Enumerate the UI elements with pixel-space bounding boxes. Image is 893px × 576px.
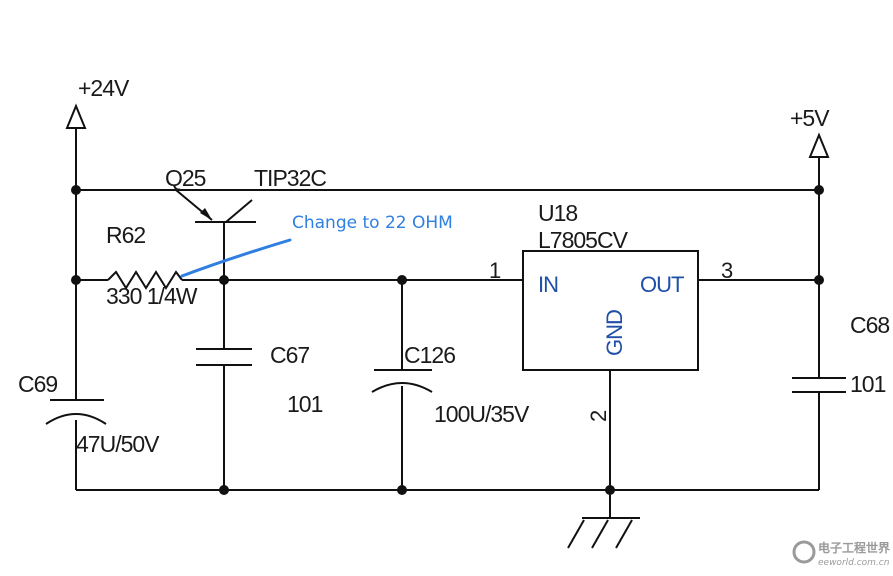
capacitor-c126-symbol — [371, 369, 433, 393]
watermark-name: 电子工程世界 — [818, 540, 890, 555]
capacitor-c68-ref: C68 — [850, 312, 889, 338]
regulator-part: L7805CV — [538, 227, 629, 253]
vout-arrow-icon — [808, 132, 830, 158]
capacitor-c67-ref: C67 — [270, 342, 309, 368]
junction-dot — [397, 485, 407, 495]
regulator-pin-out-number: 3 — [721, 258, 733, 283]
transistor-part: TIP32C — [254, 165, 326, 191]
junction-dot — [71, 185, 81, 195]
capacitor-c68-value: 101 — [850, 371, 886, 397]
junction-dot — [814, 185, 824, 195]
ground-icon — [567, 517, 640, 549]
transistor-emitter-leg — [225, 199, 253, 223]
capacitor-c126-ref: C126 — [404, 342, 455, 368]
capacitor-c126-value: 100U/35V — [434, 401, 530, 427]
capacitor-c67-symbol — [196, 348, 252, 366]
vin-label: +24V — [78, 75, 130, 101]
regulator-u18-box — [522, 250, 699, 371]
capacitor-c67-value: 101 — [287, 391, 323, 417]
capacitor-c68-symbol — [792, 377, 846, 393]
watermark-logo-icon — [792, 540, 816, 564]
junction-dot — [71, 275, 81, 285]
regulator-pin-in-number: 1 — [489, 258, 501, 283]
junction-dot — [219, 485, 229, 495]
resistor-ref: R62 — [106, 222, 145, 248]
regulator-pin-gnd-label: GND — [602, 310, 627, 356]
junction-dots — [71, 185, 824, 495]
annotation-text: Change to 22 OHM — [292, 213, 453, 233]
watermark-logo: 电子工程世界 eeworld.com.cn — [792, 540, 890, 568]
regulator-pin-gnd-number: 2 — [586, 410, 611, 422]
regulator-ref: U18 — [538, 200, 577, 226]
watermark-site: eeworld.com.cn — [818, 558, 890, 568]
capacitor-c69-ref: C69 — [18, 371, 57, 397]
transistor-arrow-icon — [200, 208, 212, 220]
transistor-ref: Q25 — [165, 165, 206, 191]
vin-arrow-icon — [65, 103, 87, 129]
regulator-pin-in-label: IN — [538, 272, 558, 297]
capacitor-c69-value: 47U/50V — [76, 431, 160, 457]
junction-dot — [397, 275, 407, 285]
junction-dot — [814, 275, 824, 285]
vout-label: +5V — [790, 105, 830, 131]
annotation-stroke — [180, 238, 292, 278]
resistor-r62-symbol — [107, 270, 183, 290]
junction-dot — [219, 275, 229, 285]
resistor-value: 330 1/4W — [106, 283, 198, 309]
junction-dot — [605, 485, 615, 495]
regulator-pin-out-label: OUT — [640, 272, 684, 297]
transistor-q25-symbol — [195, 199, 256, 223]
capacitor-c69-symbol — [45, 399, 107, 425]
